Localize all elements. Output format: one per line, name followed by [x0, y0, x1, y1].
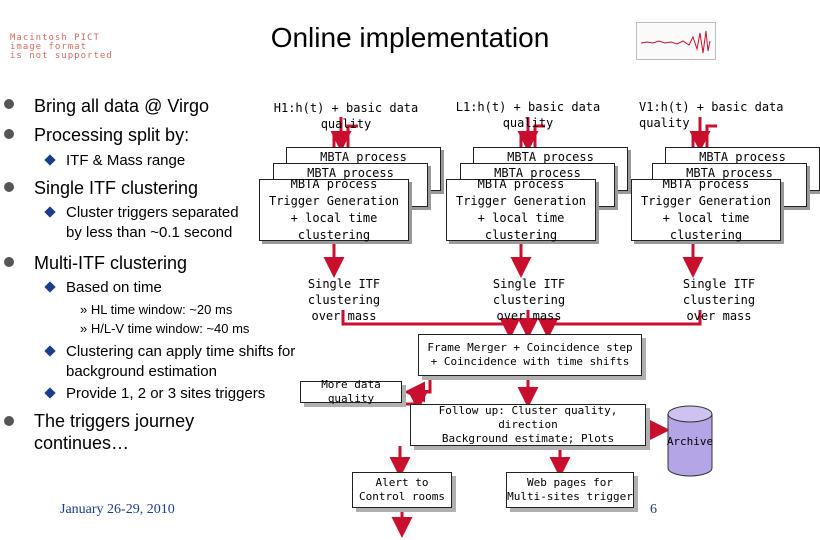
bullet-dot — [4, 99, 14, 109]
bullet-sites: Provide 1, 2 or 3 sites triggers — [66, 385, 266, 402]
mbta-box-h1: MBTA process Trigger Generation + local … — [259, 177, 409, 242]
flow-arrows — [323, 117, 718, 538]
waveform-thumbnail — [636, 22, 716, 60]
bullet-cluster-sep: Cluster triggers separated — [66, 204, 239, 221]
bullet-dot — [4, 257, 14, 267]
bullet-time-shifts-cont: background estimation — [66, 363, 217, 380]
bullet-based-on-time: Based on time — [66, 279, 162, 296]
mbta-box-l1: MBTA process Trigger Generation + local … — [446, 177, 596, 242]
bullet-journey: The triggers journey — [34, 411, 195, 431]
bullet-multi-itf: Multi-ITF clustering — [34, 253, 188, 273]
follow-up-box: Follow up: Cluster quality, direction Ba… — [410, 404, 646, 446]
single-itf-v1: Single ITF clustering over mass — [682, 277, 756, 323]
archive-label: Archive — [666, 435, 714, 448]
web-pages-box: Web pages for Multi-sites trigger — [506, 472, 634, 508]
v1-column-clip: V1:h(t) + basic data quality MBTA proces… — [620, 90, 820, 323]
page-number: 6 — [650, 502, 657, 517]
h1-data-label: H1:h(t) + basic data quality — [273, 101, 419, 131]
mbta-box-v1: MBTA process Trigger Generation + local … — [631, 177, 781, 242]
bullet-single-itf: Single ITF clustering — [34, 178, 199, 198]
bullet-processing-split: Processing split by: — [34, 125, 190, 145]
more-data-quality-box: More data quality — [300, 378, 402, 405]
alert-box: Alert to Control rooms — [352, 472, 452, 508]
bullet-hl-window: » HL time window: ~20 ms — [80, 302, 233, 317]
bullet-itf-mass: ITF & Mass range — [66, 152, 186, 169]
unsupported-image-note: Macintosh PICT image format is not suppo… — [10, 33, 113, 61]
single-itf-l1: Single ITF clustering over mass — [492, 277, 566, 323]
v1-data-label: V1:h(t) + basic data quality — [639, 100, 784, 130]
waveform-icon — [640, 30, 711, 54]
frame-merger-box: Frame Merger + Coincidence step + Coinci… — [418, 334, 642, 376]
bullet-time-shifts: Clustering can apply time shifts for — [66, 343, 296, 360]
bullet-journey-cont: continues… — [34, 433, 130, 453]
bullet-dot — [4, 129, 14, 139]
l1-data-label: L1:h(t) + basic data quality — [455, 100, 601, 130]
bullet-dot — [4, 182, 14, 192]
bullet-hlv-window: » H/L-V time window: ~40 ms — [80, 321, 250, 336]
bullet-cluster-sep-cont: by less than ~0.1 second — [66, 224, 233, 241]
footer-date: January 26-29, 2010 — [60, 502, 175, 517]
bullet-dot — [4, 416, 14, 426]
bullet-bring-all: Bring all data @ Virgo — [34, 96, 210, 116]
slide-title: Online implementation — [270, 22, 550, 53]
single-itf-h1: Single ITF clustering over mass — [307, 277, 381, 323]
